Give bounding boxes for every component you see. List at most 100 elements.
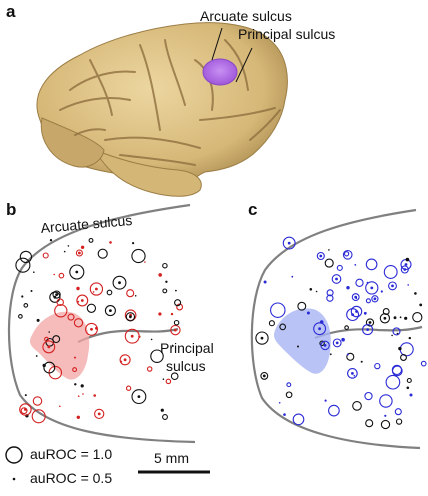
panel-b-recording-site-dot: [173, 319, 180, 326]
panel-b-dots: [15, 237, 184, 424]
panel-letter-c: c: [248, 200, 258, 219]
panel-b-recording-site-dot: [162, 378, 165, 381]
panel-c-recording-site-dot: [385, 374, 401, 390]
panel-c-recording-site-dot: [355, 297, 358, 300]
panel-c-recording-site-dot: [343, 251, 350, 257]
panel-c-recording-site-dot: [364, 391, 373, 401]
panel-b-recording-site-dot-center: [90, 327, 93, 331]
panel-c-recording-site-dot-center: [351, 372, 354, 375]
panel-c-recording-site-dot: [383, 265, 398, 279]
panel-c-recording-site-dot: [391, 334, 393, 337]
panel-c-recording-site-dot: [255, 331, 269, 345]
panel-b-recording-site-dot: [94, 408, 105, 420]
panel-b-principal-sulcus: [77, 327, 179, 343]
panel-b-recording-site-dot: [162, 414, 168, 420]
panel-c-recording-site-dot: [341, 337, 345, 342]
panel-c-recording-site-dot: [283, 413, 286, 416]
panel-b-recording-site-dot: [165, 378, 172, 385]
panel-c-recording-site-dot: [306, 311, 310, 315]
panel-b-recording-site-dot: [44, 336, 49, 342]
panel-b-recording-site-dot: [131, 248, 146, 264]
panel-b-recording-site-dot: [63, 250, 66, 253]
panel-c-recording-site-dot: [320, 340, 330, 351]
panel-c-recording-site-dot: [351, 293, 360, 302]
panel-b-recording-site-dot-center: [174, 328, 177, 332]
label-principal-sulcus-a: Principal sulcus: [238, 26, 336, 42]
legend-label-large: auROC = 1.0: [30, 446, 113, 462]
panel-b-recording-site-dot: [32, 396, 43, 406]
panel-c-recording-site-dot-center: [335, 277, 338, 281]
panel-c-recording-site-dot: [291, 275, 294, 278]
panel-b-recording-site-dot: [93, 394, 96, 397]
panel-c-shaded-region: [274, 308, 331, 374]
panel-c-recording-site-dot: [263, 280, 267, 284]
panel-c-recording-site-dot: [342, 249, 353, 260]
legend-label-small: auROC = 0.5: [30, 470, 113, 486]
panel-c-recording-site-dot-center: [260, 336, 264, 340]
panel-b-recording-site-dot: [74, 383, 77, 386]
panel-b-recording-site-dot: [56, 298, 64, 306]
panel-b-recording-site-dot: [52, 290, 61, 299]
panel-c-recording-site-dot: [346, 353, 349, 356]
panel-c-recording-site-dot: [363, 311, 367, 315]
panel-b-recording-site-dot-center: [55, 293, 58, 296]
panel-b-recording-site-dot: [52, 335, 61, 344]
panel-c-recording-site-dot: [260, 371, 269, 380]
panel-b-recording-site-dot: [82, 393, 84, 395]
panel-b-recording-site-dot: [24, 394, 27, 397]
panel-c-recording-site-dot: [355, 278, 364, 287]
panel-c-recording-site-dot: [328, 404, 340, 417]
brain-temporal-lobe: [93, 149, 202, 197]
panel-c-recording-site-dot: [408, 336, 411, 340]
panel-c-recording-site-dot-center: [318, 327, 321, 331]
panel-b-recording-site-dot: [67, 313, 75, 321]
legend-symbols: [5, 446, 23, 481]
panel-b-recording-site-dot: [76, 286, 80, 291]
panel-b-recording-site-dot: [72, 367, 78, 373]
panel-b-recording-site-dot: [20, 407, 28, 415]
panel-b-recording-site-dot: [104, 305, 116, 317]
panel-c-recording-site-dot: [270, 302, 286, 318]
scale-bar-label: 5 mm: [154, 450, 189, 466]
panel-c-principal-sulcus: [314, 325, 423, 340]
panel-c-recording-site-dot: [286, 382, 292, 388]
panel-c-recording-site-dot: [365, 281, 379, 295]
panel-c-recording-site-dot: [350, 305, 363, 318]
panel-b-recording-site-dot: [132, 242, 135, 245]
label-principal-b-line1: Principal: [160, 340, 214, 356]
panel-c-recording-site-dot: [399, 342, 414, 357]
panel-b-recording-site-dot: [170, 312, 174, 316]
panel-c-recording-site-dot: [362, 324, 374, 336]
brain-sulci: [59, 39, 281, 166]
panel-b-recording-site-dot: [49, 291, 61, 303]
panel-b-recording-site-dot-center: [97, 412, 101, 416]
panel-c-recording-site-dot: [379, 313, 391, 324]
panel-b-recording-site-dot: [36, 318, 40, 322]
panel-b-recording-site-dot: [165, 280, 168, 283]
panel-b-recording-site-dot-center: [47, 345, 51, 349]
panel-b-shaded-region: [30, 311, 90, 380]
panel-b-recording-site-dot: [48, 331, 50, 333]
panel-c-recording-site-dot: [371, 295, 379, 303]
panel-b-recording-site-dot: [19, 403, 32, 416]
panel-c-recording-site-dot: [319, 340, 325, 347]
panel-c-recording-site-dot: [395, 418, 403, 425]
panel-c-recording-site-dot: [404, 316, 408, 320]
panel-b-recording-site-dot: [18, 314, 23, 319]
panel-b-recording-site-dot: [119, 354, 131, 366]
panel-b-recording-site-dot: [150, 349, 164, 363]
panel-c-recording-site-dot: [406, 386, 410, 390]
panel-b-recording-site-dot-center: [80, 299, 84, 302]
panel-b-recording-site-dot: [76, 415, 81, 419]
panel-b-recording-site-dot: [80, 384, 84, 388]
panel-b-recording-site-dot-center: [78, 251, 81, 255]
panel-c-recording-site-dot: [400, 354, 407, 361]
panel-b-recording-site-dot: [59, 405, 61, 408]
panel-c-recording-site-dot: [384, 414, 387, 417]
panel-c-recording-site-dot: [326, 289, 334, 297]
panel-b-recording-site-dot: [162, 262, 168, 269]
panel-b-recording-site-dot: [49, 239, 53, 242]
panel-b-recording-site-dot: [42, 252, 49, 259]
panel-letter-b: b: [6, 200, 17, 219]
